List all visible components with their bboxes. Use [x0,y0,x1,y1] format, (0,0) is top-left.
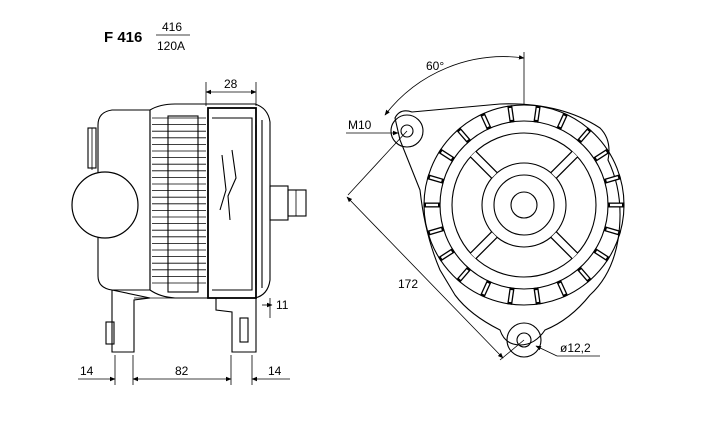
bracket-rib [227,149,237,221]
regulator-housing [71,171,139,239]
vent-slot-gap [508,107,513,121]
vent-slot-gap [558,115,566,128]
fin-band [167,115,199,293]
left-foot-bolt [105,321,115,345]
spokes [469,150,579,260]
vent-slot-gap [440,151,453,160]
vent-slot-gap [606,176,619,182]
right-mount-foot [215,297,257,353]
diagonal-label: 172 [398,277,418,291]
vent-slot-gap [508,289,513,303]
right-foot-bolt [239,317,249,343]
housing-outline [394,103,621,346]
dim-right-foot: 14 [268,364,282,378]
shaft-bore [510,191,538,219]
angle-label: 60° [426,59,444,73]
shaft-collar [269,185,289,221]
front-bracket [207,107,257,299]
hole-leader [535,345,558,357]
dim-left-foot: 14 [80,364,94,378]
spoke-fill [551,151,578,178]
hole-diameter-label: ø12,2 [560,341,591,355]
cooling-fins [152,115,206,293]
dim-top-width: 28 [224,77,238,91]
bracket-rib-2 [219,154,227,211]
terminal-block [87,127,97,169]
alternator-body [149,103,271,299]
vent-slot-gap [482,115,490,128]
bottom-mount-ear [506,322,542,358]
thread-label: M10 [348,118,372,132]
bracket-inner [212,117,253,291]
model-code: F 416 [104,29,142,46]
vent-slot-gap [579,269,590,280]
outer-ring [423,104,625,306]
side-view: 28 11 14 82 14 [71,77,307,385]
fraction-top: 416 [162,20,182,34]
left-mount-foot [111,289,151,353]
spoke-fill [470,151,497,178]
fraction-bottom: 120A [157,39,185,53]
vent-slot-gap [458,130,469,141]
vent-slots [423,105,625,305]
diag-ext-top [347,130,408,196]
hub-ring [481,162,567,248]
diag-dim-line [346,196,504,359]
dim-lower-offset: 11 [276,298,289,312]
spoke-fill [551,232,578,259]
diag-ext-bottom [499,339,525,361]
vent-slot-gap [535,289,540,303]
angle-arc [384,55,525,116]
vent-slot-gap [606,228,619,234]
top-mount-hole [400,124,414,138]
front-view: 60° M10 172 ø12,2 [346,52,625,361]
vent-slot-gap [558,282,566,295]
vent-slot-gap [579,130,590,141]
fan-ring [439,120,609,290]
vent-slot-gap [535,107,540,121]
vent-slot-gap [429,176,442,182]
spoke-fill [470,232,497,259]
vent-slot-gap [595,151,608,160]
title-block: F 416 416 120A [104,20,190,53]
dim-span: 82 [175,364,189,378]
hub-ring-2 [493,174,555,236]
vent-slot-gap [595,250,608,259]
shaft [287,189,307,217]
bottom-mount-hole [516,332,532,348]
